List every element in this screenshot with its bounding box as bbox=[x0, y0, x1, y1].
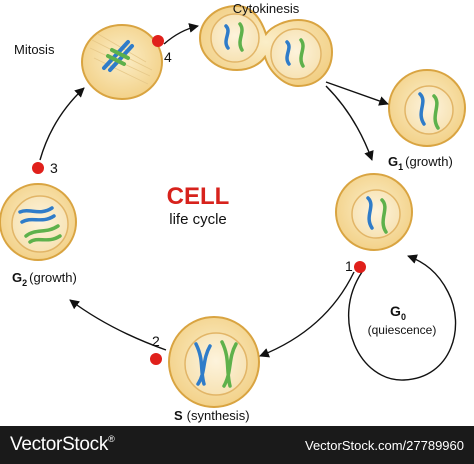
vectorstock-url: VectorStock.com/27789960 bbox=[305, 438, 464, 453]
metaphase-chromosomes bbox=[102, 40, 134, 72]
mitosis-cell bbox=[81, 24, 163, 100]
g1-new-cell bbox=[388, 69, 466, 147]
arrow-g0-loop bbox=[347, 254, 457, 381]
cytokinesis-cell bbox=[198, 4, 334, 88]
arrow-g1-to-s bbox=[259, 271, 355, 358]
svg-text:4: 4 bbox=[164, 49, 172, 65]
s-label: S(synthesis) bbox=[174, 408, 250, 423]
diagram-canvas: Mitosis Cytokinesis G1(growth) bbox=[0, 1, 466, 423]
checkpoint-4: 4 bbox=[152, 35, 172, 65]
arrow-mitosis-to-cytokinesis bbox=[163, 23, 199, 45]
condensing-chromosomes bbox=[18, 206, 62, 244]
arrow-cytokinesis-to-g1 bbox=[325, 81, 389, 106]
replicated-chromosomes bbox=[194, 340, 238, 388]
arrow-g2-to-mitosis bbox=[39, 87, 85, 161]
watermark-footer: VectorStock® VectorStock.com/27789960 bbox=[0, 426, 474, 464]
mitosis-label: Mitosis bbox=[14, 42, 55, 57]
g2-cell bbox=[0, 183, 77, 261]
title-sub: life cycle bbox=[169, 211, 227, 228]
svg-text:3: 3 bbox=[50, 160, 58, 176]
g1-label: G1(growth) bbox=[388, 154, 453, 172]
cycle-arrows bbox=[39, 23, 457, 381]
g1-cell bbox=[335, 173, 413, 251]
s-phase-cell bbox=[168, 316, 260, 408]
vectorstock-brand: VectorStock® bbox=[10, 434, 115, 455]
checkpoint-1: 1 bbox=[345, 258, 366, 274]
cytokinesis-label: Cytokinesis bbox=[233, 1, 300, 16]
title-main: CELL bbox=[167, 183, 230, 210]
g0-desc: (quiescence) bbox=[368, 323, 437, 337]
checkpoint-2: 2 bbox=[150, 333, 162, 365]
arrow-s-to-g2 bbox=[69, 299, 167, 351]
g2-label: G2(growth) bbox=[12, 270, 77, 288]
daughter-chromatids bbox=[224, 22, 305, 68]
svg-text:1: 1 bbox=[345, 258, 353, 274]
arrow-cytokinesis-to-cell bbox=[325, 85, 374, 161]
checkpoint-3: 3 bbox=[32, 160, 58, 176]
svg-text:2: 2 bbox=[152, 333, 160, 349]
g0-label: G0 bbox=[390, 303, 406, 322]
